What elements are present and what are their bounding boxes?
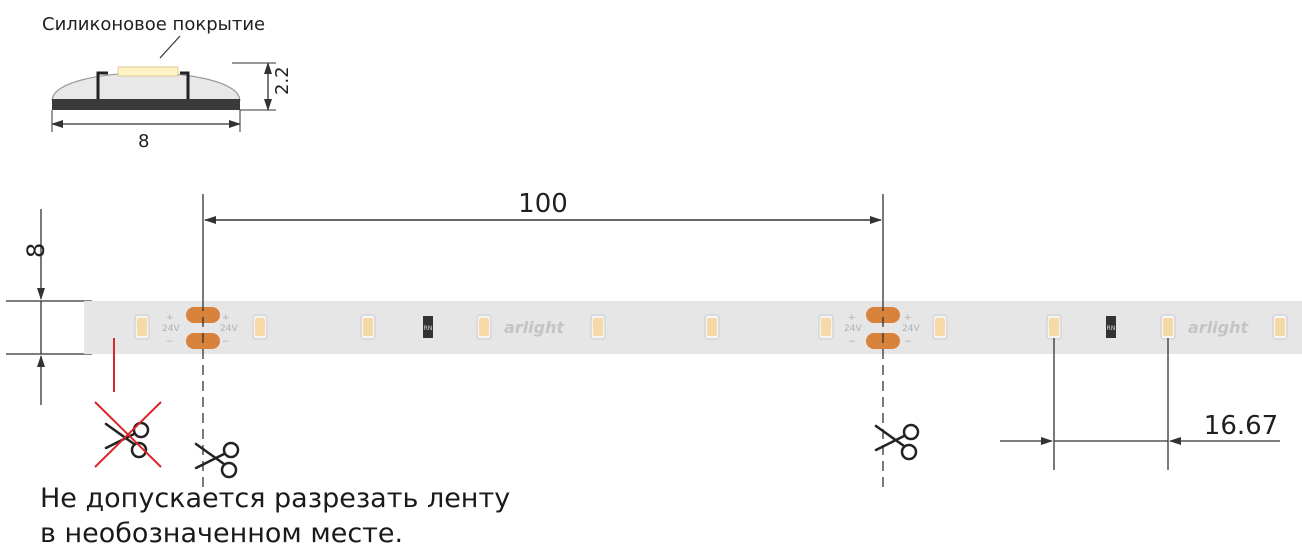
led-chip: [1272, 314, 1288, 340]
led-chip: [134, 314, 150, 340]
scissors-icon: [194, 441, 240, 479]
plus-mark: +: [222, 313, 230, 323]
voltage-mark: 24V: [162, 324, 180, 334]
pcb-channel: [96, 71, 190, 99]
led-chip: [252, 314, 268, 340]
resistors: RN RN: [423, 316, 1116, 338]
warning-note: Не допускается разрезать ленту в необозн…: [40, 481, 510, 551]
led-chip: [818, 314, 834, 340]
resistor: [1106, 316, 1116, 338]
resistor-code: RN: [424, 325, 433, 332]
cut-point-1: + + 24V 24V − −: [162, 307, 238, 349]
voltage-mark: 24V: [220, 324, 238, 334]
strip-width-dimension: 8: [6, 209, 92, 405]
led-chip: [1160, 314, 1176, 340]
minus-mark: −: [848, 337, 856, 347]
minus-mark: −: [222, 337, 230, 347]
brand-print: arlight: [1188, 318, 1250, 337]
profile-width-label: 8: [138, 131, 149, 152]
profile-section: Силиконовое покрытие 2.2 8: [42, 14, 293, 152]
led-chip-profile: [117, 66, 179, 77]
warning-line-1: Не допускается разрезать ленту: [40, 483, 511, 514]
warning-line-2: в необозначенном месте.: [40, 518, 404, 549]
plus-mark: +: [848, 313, 856, 323]
plus-mark: +: [904, 313, 912, 323]
silicone-coating: [51, 72, 241, 101]
crossed-out-scissors-icon: [94, 401, 162, 468]
voltage-mark: 24V: [844, 324, 862, 334]
led-chip: [932, 314, 948, 340]
copper-pad: [186, 307, 220, 323]
scissors-icon: [874, 423, 920, 461]
profile-height-label: 2.2: [272, 66, 293, 95]
minus-mark: −: [904, 337, 912, 347]
resistor-code: RN: [1107, 325, 1116, 332]
brand-print: arlight: [504, 318, 566, 337]
plus-mark: +: [166, 313, 174, 323]
coating-leader: [159, 35, 181, 59]
resistor: [423, 316, 433, 338]
led-chip: [590, 314, 606, 340]
led-pitch-dimension: 16.67: [1000, 338, 1280, 470]
strip-width-label: 8: [22, 243, 50, 258]
cut-pitch-label: 100: [518, 189, 568, 219]
copper-pad: [866, 307, 900, 323]
led-chip: [476, 314, 492, 340]
coating-label: Силиконовое покрытие: [42, 14, 265, 35]
led-chip: [704, 314, 720, 340]
led-chip: [1046, 314, 1062, 340]
pcb-base: [52, 99, 240, 110]
cut-lines: [202, 194, 884, 490]
led-pitch-label: 16.67: [1204, 411, 1278, 441]
led-strip-body: [84, 301, 1302, 354]
voltage-mark: 24V: [902, 324, 920, 334]
led-chip: [360, 314, 376, 340]
minus-mark: −: [166, 337, 174, 347]
